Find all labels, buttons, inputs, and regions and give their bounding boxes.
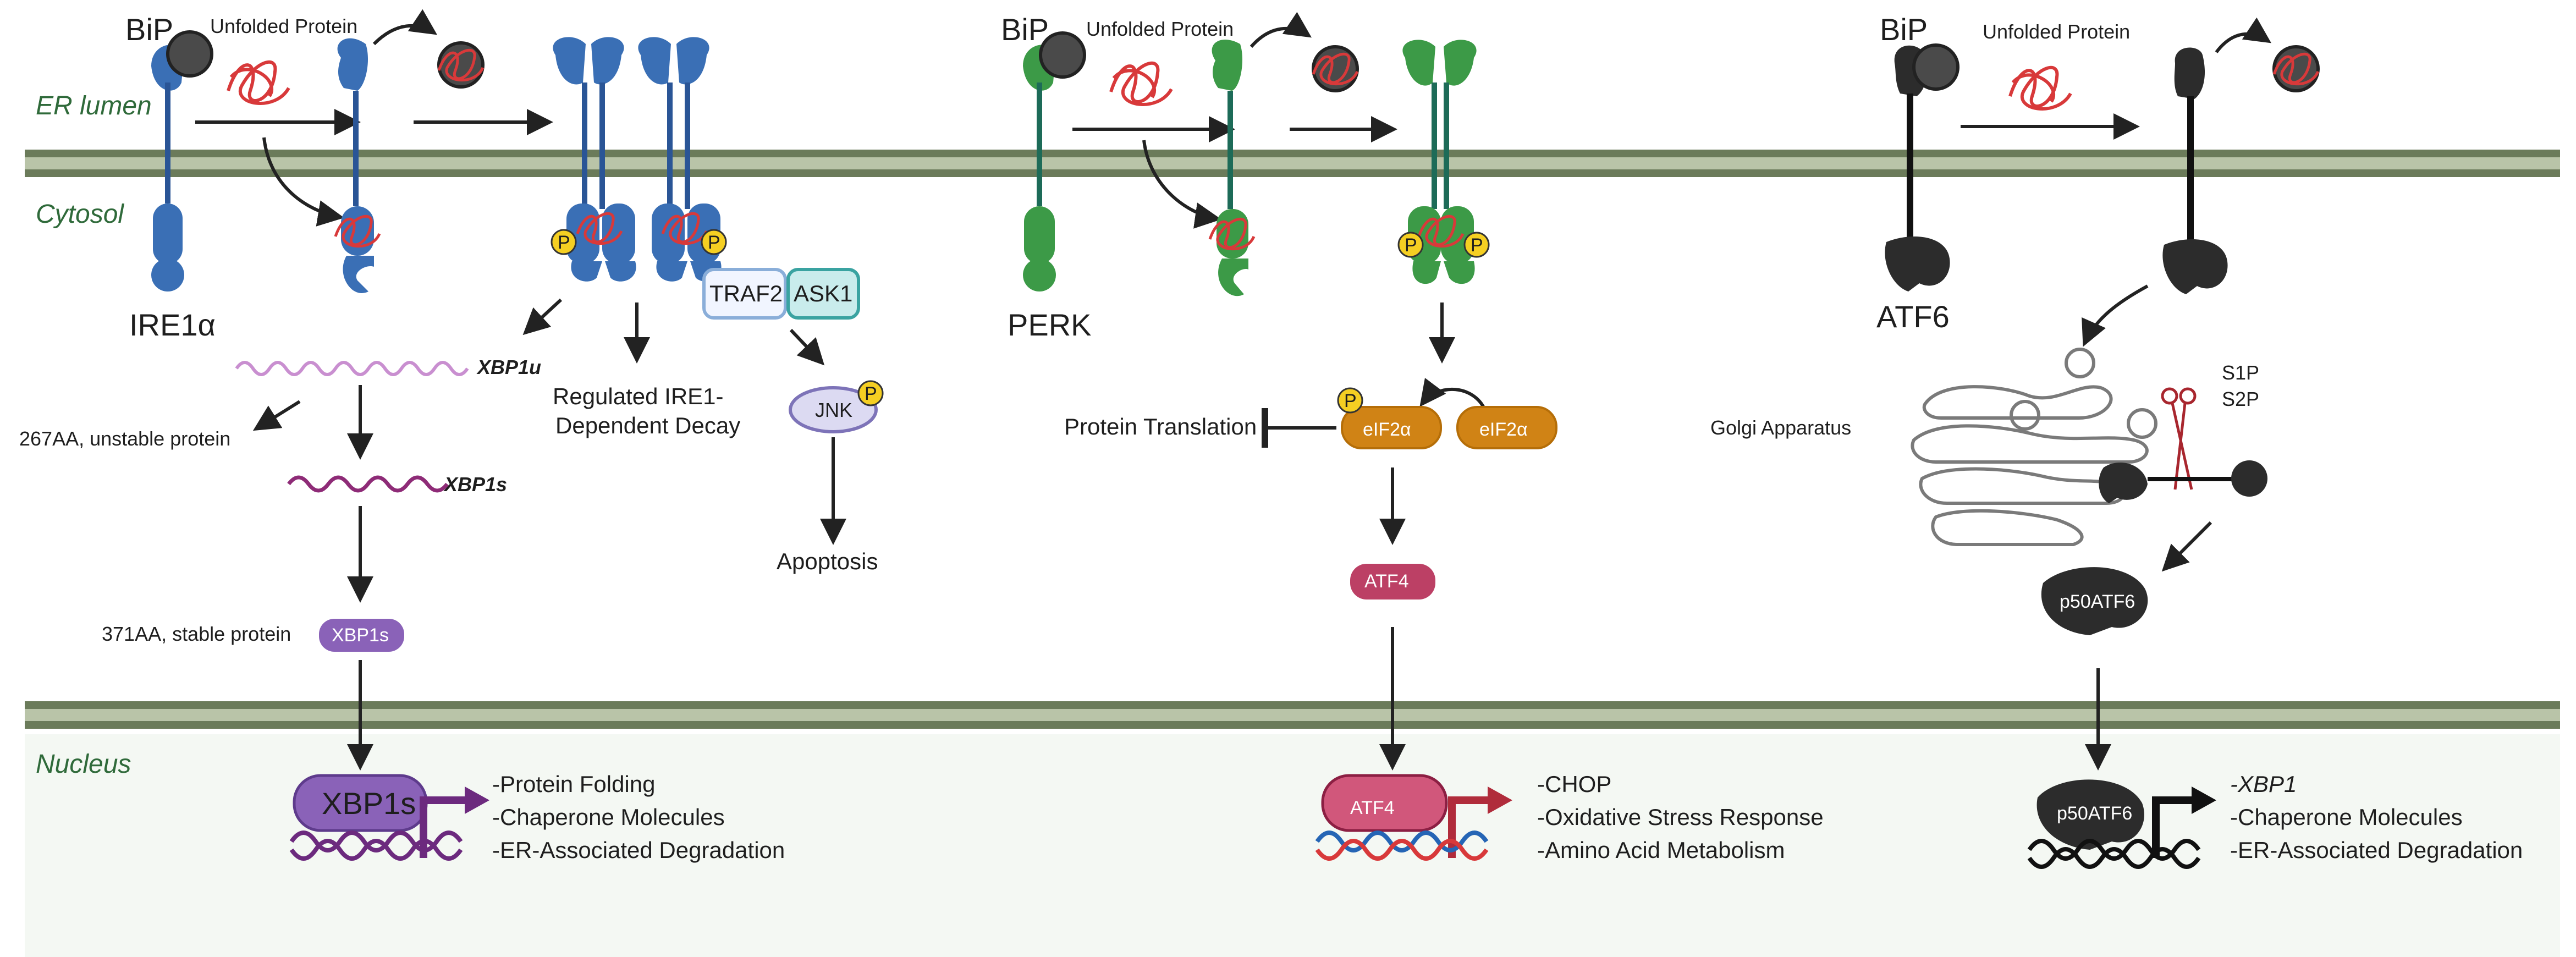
phospho-eif2a xyxy=(1341,406,1442,449)
unfolded-protein-icon xyxy=(1111,63,1171,105)
bip-label: BiP xyxy=(125,12,173,47)
ire1-monomer-bip-bound xyxy=(151,30,213,292)
phospho-badge: P xyxy=(551,229,577,255)
xbp1u-label: XBP1u xyxy=(476,356,541,378)
bip-label: BiP xyxy=(1001,12,1049,47)
atf6-label: ATF6 xyxy=(1876,299,1950,334)
xbp1s-mrna xyxy=(287,475,449,493)
phospho-eif2a-label: eIF2α xyxy=(1363,419,1411,440)
ire1-oligomer xyxy=(553,37,722,282)
phospho-badge: P xyxy=(857,380,884,406)
perk-unfolded-bound xyxy=(1210,209,1254,296)
unfolded-protein-label: Unfolded Protein xyxy=(210,15,357,37)
svg-text:P: P xyxy=(1405,235,1417,256)
ridd-label-line1: Regulated IRE1- xyxy=(553,383,724,409)
stable-protein-label: 371AA, stable protein xyxy=(102,623,291,645)
xbp1s-dna xyxy=(289,831,463,861)
p50atf6-nuclear-label: p50ATF6 xyxy=(2057,803,2132,824)
atf6-dna xyxy=(2027,839,2201,869)
phospho-badge: P xyxy=(701,229,727,255)
s1p-label: S1P xyxy=(2222,361,2259,384)
phospho-badge: P xyxy=(1337,387,1363,414)
bip-label: BiP xyxy=(1880,12,1928,47)
atf4-protein xyxy=(1350,564,1435,600)
atf4-protein-label: ATF4 xyxy=(1364,571,1409,592)
xbp1s-protein-label: XBP1s xyxy=(332,625,389,646)
xbp1u-mrna xyxy=(235,361,469,376)
xbp1s-mrna-label: XBP1s xyxy=(443,473,507,496)
svg-text:P: P xyxy=(1471,235,1483,256)
atf4-target-2: -Oxidative Stress Response xyxy=(1537,804,1824,830)
perk-label: PERK xyxy=(1008,307,1092,342)
xbp1s-nuclear-label: XBP1s xyxy=(322,786,416,821)
atf4-transcription-arrow xyxy=(1448,796,1490,858)
xbp1s-transcription-arrow xyxy=(420,796,467,858)
golgi-label: Golgi Apparatus xyxy=(1710,416,1851,439)
atf4-nuclear-label: ATF4 xyxy=(1350,798,1395,818)
p50atf6-protein xyxy=(2041,567,2148,635)
cytosol-label: Cytosol xyxy=(36,200,124,229)
ire1-arm: BiP Unfolded Protein IRE1α xyxy=(19,9,884,863)
unfolded-protein-label: Unfolded Protein xyxy=(1086,18,1234,40)
perk-monomer-bip-bound xyxy=(1023,31,1086,292)
nucleus-label: Nucleus xyxy=(36,750,131,779)
xbp1s-protein xyxy=(319,619,404,652)
ask1-protein xyxy=(786,268,860,320)
ridd-label-line2: Dependent Decay xyxy=(555,413,740,438)
atf6-target-2: -Chaperone Molecules xyxy=(2230,804,2463,830)
nucleus-background xyxy=(25,734,2560,957)
unfolded-protein-label: Unfolded Protein xyxy=(1983,20,2130,43)
atf6-arm: BiP Unfolded Protein ATF6 Golgi Apparatu… xyxy=(1710,12,2523,869)
protein-translation-label: Protein Translation xyxy=(1064,414,1257,439)
xbp1s-target-1: -Protein Folding xyxy=(492,771,655,797)
phospho-badge: P xyxy=(1397,232,1424,258)
apoptosis-label: Apoptosis xyxy=(777,548,878,574)
perk-arm: BiP Unfolded Protein PERK xyxy=(1001,12,1824,863)
ire1-unfolded-bound xyxy=(335,206,379,293)
atf6-cleaved xyxy=(2099,460,2267,503)
svg-text:P: P xyxy=(708,232,720,253)
ask1-label: ASK1 xyxy=(794,280,852,306)
traf2-protein xyxy=(702,268,787,320)
atf4-target-3: -Amino Acid Metabolism xyxy=(1537,837,1785,863)
svg-text:P: P xyxy=(865,383,877,404)
bip-chaperone xyxy=(1912,43,1959,91)
atf4-transcription-factor xyxy=(1321,774,1448,832)
atf4-target-1: -CHOP xyxy=(1537,771,1611,797)
atf6-target-1: -XBP1 xyxy=(2230,771,2297,797)
unfolded-protein-icon xyxy=(2010,68,2071,109)
svg-text:P: P xyxy=(558,232,570,253)
traf2-label: TRAF2 xyxy=(709,280,783,306)
jnk-label: JNK xyxy=(815,399,852,421)
phospho-badge: P xyxy=(1463,232,1490,258)
s2p-label: S2P xyxy=(2222,388,2259,410)
scissors-icon xyxy=(2161,387,2197,490)
eif2a xyxy=(1456,406,1557,449)
nuclear-membrane xyxy=(25,701,2560,729)
ire1-free-monomer xyxy=(337,38,368,206)
bip-chaperone xyxy=(1039,31,1086,79)
bip-chaperone xyxy=(166,30,213,78)
p50atf6-transcription-factor xyxy=(2036,779,2144,850)
unstable-protein-label: 267AA, unstable protein xyxy=(19,427,230,450)
atf6-target-3: -ER-Associated Degradation xyxy=(2230,837,2523,863)
svg-text:P: P xyxy=(1344,391,1357,411)
golgi-apparatus xyxy=(1911,348,2157,546)
atf6-bip-bound xyxy=(1885,43,1959,292)
er-lumen-label: ER lumen xyxy=(36,91,152,120)
perk-free-monomer xyxy=(1212,39,1243,209)
ire1-label: IRE1α xyxy=(129,307,216,342)
eif2a-label: eIF2α xyxy=(1479,419,1528,440)
xbp1s-target-3: -ER-Associated Degradation xyxy=(492,837,785,863)
p50atf6-label: p50ATF6 xyxy=(2060,591,2135,612)
xbp1s-target-2: -Chaperone Molecules xyxy=(492,804,725,830)
unfolded-protein-icon xyxy=(228,62,289,103)
atf6-free xyxy=(2162,47,2228,294)
er-membrane xyxy=(25,150,2560,177)
atf6-transcription-arrow xyxy=(2152,796,2194,858)
jnk-protein xyxy=(789,386,878,433)
